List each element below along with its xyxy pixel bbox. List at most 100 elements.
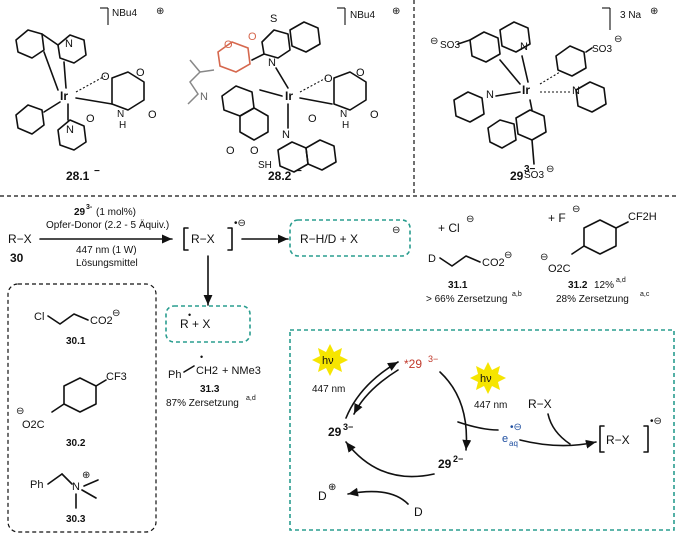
label-30: 30 xyxy=(10,251,24,265)
svg-text:⊖: ⊖ xyxy=(466,214,474,225)
label-29: 29 xyxy=(510,169,524,183)
svg-text:O: O xyxy=(101,71,110,83)
svg-text:NBu4: NBu4 xyxy=(350,10,375,21)
svg-text:D: D xyxy=(428,253,436,265)
svg-text:⊖: ⊖ xyxy=(430,36,438,47)
svg-text:•: • xyxy=(200,352,203,362)
svg-text:N: N xyxy=(282,129,290,141)
svg-text:a,d: a,d xyxy=(616,277,626,284)
svg-text:⊖: ⊖ xyxy=(540,252,548,263)
svg-text:R−X: R−X xyxy=(528,397,552,411)
svg-text:SO3: SO3 xyxy=(524,170,544,181)
product-rh: R−H/D + X xyxy=(300,232,358,246)
svg-text:hν: hν xyxy=(322,355,334,367)
svg-text:O: O xyxy=(224,39,233,51)
svg-text:N: N xyxy=(340,109,347,120)
svg-text:O: O xyxy=(86,113,95,125)
svg-text:⊖: ⊖ xyxy=(546,164,554,175)
svg-text:N: N xyxy=(200,91,208,103)
svg-text:⊕: ⊕ xyxy=(328,482,336,493)
svg-text:⊖: ⊖ xyxy=(614,34,622,45)
label-31-2: 31.2 xyxy=(568,280,588,291)
svg-text:(1 mol%): (1 mol%) xyxy=(96,207,136,218)
label-31-3: 31.3 xyxy=(200,384,220,395)
svg-text:N: N xyxy=(117,109,124,120)
svg-text:a,c: a,c xyxy=(640,291,650,298)
svg-text:N: N xyxy=(72,481,80,493)
svg-text:CH2: CH2 xyxy=(196,365,218,377)
svg-text:Ph: Ph xyxy=(168,369,181,381)
svg-text:12%: 12% xyxy=(594,280,614,291)
svg-text:3−: 3− xyxy=(343,422,353,432)
svg-text:NBu4: NBu4 xyxy=(112,8,137,19)
svg-text:3 Na: 3 Na xyxy=(620,10,642,21)
svg-text:447 nm (1 W): 447 nm (1 W) xyxy=(76,245,137,256)
svg-text:CO2: CO2 xyxy=(482,257,505,269)
svg-text:29: 29 xyxy=(74,207,86,218)
svg-text:3−: 3− xyxy=(428,354,438,364)
svg-text:+ NMe3: + NMe3 xyxy=(222,365,261,377)
light-star-1 xyxy=(312,344,348,376)
fragments-box xyxy=(165,305,251,343)
svg-text:O: O xyxy=(226,145,235,157)
substrate-rx: R−X xyxy=(8,232,32,246)
svg-text:O: O xyxy=(248,31,257,43)
svg-text:SO3: SO3 xyxy=(592,44,612,55)
svg-text:O: O xyxy=(356,67,365,79)
hydrated-electron: e xyxy=(502,433,508,445)
svg-text:N: N xyxy=(268,57,276,69)
svg-text:Cl: Cl xyxy=(34,311,44,323)
svg-text:N: N xyxy=(486,89,494,101)
svg-text:Ir: Ir xyxy=(522,83,530,97)
cycle-box xyxy=(289,329,675,531)
svg-text:⊖: ⊖ xyxy=(504,250,512,261)
svg-text:hν: hν xyxy=(480,373,492,385)
complex-28-1: N Ir N O O H N O O NBu4 ⊕ 28.1 − xyxy=(15,6,164,183)
label-30-2: 30.2 xyxy=(66,438,86,449)
label-28-1: 28.1 xyxy=(66,169,90,183)
svg-text:⊕: ⊕ xyxy=(650,6,658,17)
label-31-1: 31.1 xyxy=(448,280,468,291)
svg-text:⊖: ⊖ xyxy=(572,204,580,215)
svg-text:87% Zersetzung: 87% Zersetzung xyxy=(166,398,239,409)
svg-text:Ir: Ir xyxy=(60,89,68,103)
svg-text:⊖: ⊖ xyxy=(112,308,120,319)
svg-text:•⊖: •⊖ xyxy=(510,422,522,433)
svg-text:a,b: a,b xyxy=(512,291,522,298)
svg-text:+ Cl: + Cl xyxy=(438,221,460,235)
fragments: R + X xyxy=(180,317,210,331)
svg-text:CO2: CO2 xyxy=(90,315,113,327)
svg-text:N: N xyxy=(520,41,528,53)
oxidized-donor: D xyxy=(318,489,327,503)
svg-text:> 66% Zersetzung: > 66% Zersetzung xyxy=(426,294,507,305)
products-box xyxy=(289,219,411,257)
svg-text:3−: 3− xyxy=(524,164,536,175)
svg-text:O: O xyxy=(370,109,379,121)
reaction-row: R−X 30 29 3- (1 mol%) Opfer-Donor (2.2 -… xyxy=(8,204,657,409)
svg-text:O2C: O2C xyxy=(548,263,571,275)
svg-text:N: N xyxy=(66,124,74,136)
svg-text:O: O xyxy=(148,109,157,121)
svg-text:+ F: + F xyxy=(548,211,566,225)
svg-text:N: N xyxy=(65,38,73,50)
radical-anion: R−X xyxy=(191,232,215,246)
svg-text:O2C: O2C xyxy=(22,419,45,431)
svg-text:−: − xyxy=(94,166,100,177)
svg-text:S: S xyxy=(270,13,277,25)
svg-text:•⊖: •⊖ xyxy=(234,218,246,229)
complex-29: 3 Na ⊕ ⊖ SO3 SO3 ⊖ SO3 ⊖ N N Ir N xyxy=(430,6,658,183)
light-star-2 xyxy=(470,362,506,394)
svg-text:−: − xyxy=(296,166,302,177)
svg-text:•⊖: •⊖ xyxy=(650,416,662,427)
catalytic-cycle: hν 447 nm hν 447 nm *29 3− 29 3− 29 2− e… xyxy=(289,329,675,531)
excited-state: *29 xyxy=(404,357,422,371)
svg-text:O: O xyxy=(136,67,145,79)
svg-text:H: H xyxy=(342,120,349,131)
svg-text:O: O xyxy=(250,145,259,157)
label-30-1: 30.1 xyxy=(66,336,86,347)
svg-text:3-: 3- xyxy=(86,204,93,211)
cycle-radical-anion: R−X xyxy=(606,433,630,447)
svg-text:O: O xyxy=(308,113,317,125)
svg-text:447 nm: 447 nm xyxy=(474,400,507,411)
